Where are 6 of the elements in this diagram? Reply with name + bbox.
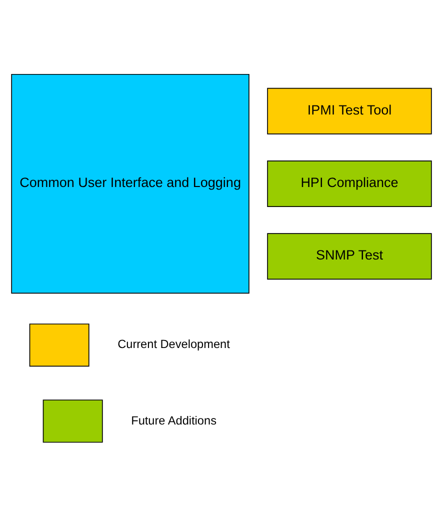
node-box: HPI Compliance	[267, 160, 432, 206]
node-box: SNMP Test	[267, 232, 432, 280]
node-box: IPMI Test Tool	[267, 87, 432, 134]
node-box: Common User Interface and Logging	[11, 73, 250, 294]
legend-label: Future Additions	[131, 412, 216, 427]
legend-label: Current Development	[118, 336, 230, 351]
